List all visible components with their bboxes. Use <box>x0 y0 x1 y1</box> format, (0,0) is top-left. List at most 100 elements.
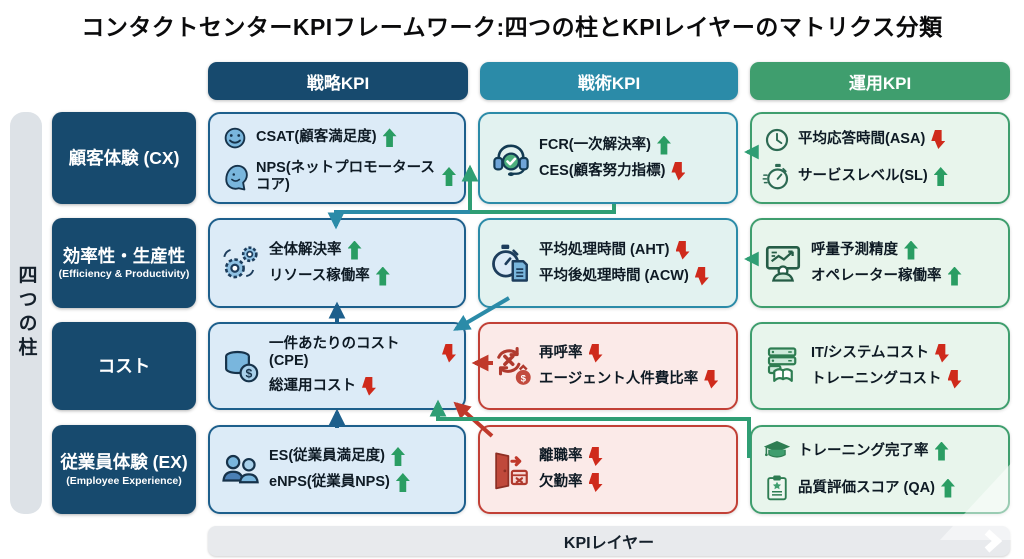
kpi-layer-axis: KPIレイヤー <box>208 526 1010 556</box>
kpi-item: 再呼率 <box>539 343 728 363</box>
gears-icon <box>220 242 262 284</box>
cell-cx-operational: 平均応答時間(ASA) サービスレベル(SL) <box>750 112 1010 204</box>
chevron-right-icon <box>982 529 1003 558</box>
trend-arrow <box>904 240 918 260</box>
trend-arrow <box>934 343 949 363</box>
trend-arrow <box>704 369 719 389</box>
cell-cx-strategy: CSAT(顧客満足度) NPS(ネットプロモータースコア) <box>208 112 466 204</box>
kpi-item: エージェント人件費比率 <box>539 369 728 389</box>
trend-arrow <box>442 167 456 186</box>
trend-arrow <box>588 447 603 466</box>
coins-icon: $ <box>220 345 262 387</box>
row-label-text: コスト <box>97 355 151 376</box>
kpi-label: 一件あたりのコスト (CPE) <box>269 336 400 369</box>
cell-cost-tactical: $ 再呼率 エージェント人件費比率 <box>478 322 738 410</box>
kpi-item: 離職率 <box>539 447 728 466</box>
trend-arrow <box>671 161 686 181</box>
kpi-item: NPS(ネットプロモータースコア) <box>220 160 456 193</box>
svg-text:$: $ <box>521 373 527 384</box>
kpi-label: eNPS(従業員NPS) <box>269 474 390 491</box>
kpi-item: CSAT(顧客満足度) <box>220 123 456 153</box>
trend-arrow <box>675 240 690 260</box>
column-header-strategy: 戦略KPI <box>208 62 468 100</box>
kpi-label: サービスレベル(SL) <box>798 168 928 185</box>
forecast-monitor-icon <box>762 242 804 284</box>
kpi-item: IT/システムコスト <box>811 343 1000 363</box>
trend-arrow <box>694 266 709 286</box>
cell-cost-strategy: $ 一件あたりのコスト (CPE) 総運用コスト <box>208 322 466 410</box>
graduation-cap-icon <box>762 436 792 466</box>
kpi-item: CES(顧客努力指標) <box>539 161 728 181</box>
row-label-efficiency: 効率性・生産性 (Efficiency & Productivity) <box>52 218 196 308</box>
kpi-layer-label: KPIレイヤー <box>563 535 655 552</box>
trend-arrow <box>588 473 603 492</box>
trend-arrow <box>442 343 456 363</box>
kpi-label: 呼量予測精度 <box>811 241 898 258</box>
row-label-cx: 顧客体験 (CX) <box>52 112 196 204</box>
kpi-item: 平均処理時間 (AHT) <box>539 240 728 260</box>
trend-arrow <box>391 447 405 466</box>
kpi-item: FCR(一次解決率) <box>539 135 728 155</box>
kpi-label: 欠勤率 <box>539 474 583 491</box>
agents-icon <box>220 449 262 491</box>
kpi-label: IT/システムコスト <box>811 344 929 361</box>
kpi-label: エージェント人件費比率 <box>539 370 699 387</box>
trend-arrow <box>347 240 362 260</box>
column-header-operational: 運用KPI <box>750 62 1010 100</box>
stopwatch-icon <box>762 162 792 192</box>
row-label-text: 従業員体験 (EX) <box>60 452 188 473</box>
kpi-item: サービスレベル(SL) <box>762 162 1000 192</box>
clipboard-qa-icon <box>762 473 792 503</box>
kpi-label: CSAT(顧客満足度) <box>256 129 377 146</box>
kpi-label: 品質評価スコア (QA) <box>798 479 935 496</box>
trend-arrow <box>395 473 410 492</box>
kpi-item: トレーニングコスト <box>811 369 1000 389</box>
trend-arrow <box>375 266 390 286</box>
kpi-item: 品質評価スコア (QA) <box>762 473 1000 503</box>
svg-text:$: $ <box>245 366 252 380</box>
column-header-label: 戦略KPI <box>306 73 370 93</box>
trend-arrow <box>934 441 949 461</box>
cell-cx-tactical: FCR(一次解決率) CES(顧客努力指標) <box>478 112 738 204</box>
kpi-label: トレーニング完了率 <box>798 442 929 459</box>
cell-efficiency-operational: 呼量予測精度 オペレーター稼働率 <box>750 218 1010 308</box>
head-profile-icon <box>220 162 250 192</box>
recall-cost-icon: $ <box>490 345 532 387</box>
headset-check-icon <box>490 137 532 179</box>
kpi-item: トレーニング完了率 <box>762 436 1000 466</box>
trend-arrow <box>933 167 948 186</box>
kpi-label: 平均後処理時間 (ACW) <box>539 267 689 284</box>
trend-arrow <box>947 266 962 286</box>
kpi-label: ES(従業員満足度) <box>269 448 385 465</box>
cell-efficiency-strategy: 全体解決率 リソース稼働率 <box>208 218 466 308</box>
kpi-item: 呼量予測精度 <box>811 240 1000 260</box>
row-label-text: 効率性・生産性 <box>62 245 186 266</box>
kpi-item: 平均応答時間(ASA) <box>762 125 1000 155</box>
row-label-text: 顧客体験 (CX) <box>68 147 180 168</box>
row-label-subtext: (Efficiency & Productivity) <box>58 268 190 281</box>
kpi-label: 全体解決率 <box>269 241 342 258</box>
kpi-item: 平均後処理時間 (ACW) <box>539 266 728 286</box>
trend-arrow <box>940 478 955 498</box>
kpi-label: 平均処理時間 (AHT) <box>539 241 670 258</box>
kpi-item: 欠勤率 <box>539 473 728 492</box>
trend-arrow <box>947 369 962 389</box>
kpi-item: オペレーター稼働率 <box>811 266 1000 286</box>
cell-ex-operational: トレーニング完了率 品質評価スコア (QA) <box>750 425 1010 514</box>
trend-arrow <box>362 376 376 396</box>
kpi-item: 一件あたりのコスト (CPE) <box>269 336 456 369</box>
cell-cost-operational: IT/システムコスト トレーニングコスト <box>750 322 1010 410</box>
kpi-label: オペレーター稼働率 <box>811 267 942 284</box>
kpi-item: ES(従業員満足度) <box>269 447 456 466</box>
kpi-item: リソース稼働率 <box>269 266 456 286</box>
row-label-subtext: (Employee Experience) <box>66 474 182 487</box>
trend-arrow <box>656 135 671 155</box>
trend-arrow <box>588 343 603 363</box>
clock-icon <box>762 125 792 155</box>
row-label-ex: 従業員体験 (EX) (Employee Experience) <box>52 425 196 514</box>
kpi-label: 離職率 <box>539 448 583 465</box>
cell-ex-strategy: ES(従業員満足度) eNPS(従業員NPS) <box>208 425 466 514</box>
column-header-label: 戦術KPI <box>577 73 641 93</box>
column-header-tactical: 戦術KPI <box>480 62 738 100</box>
